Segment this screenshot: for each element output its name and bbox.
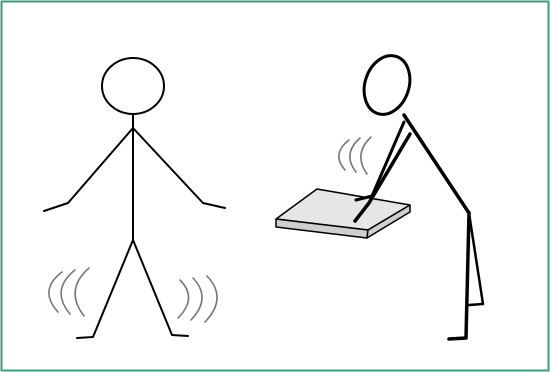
vibration-waves-left-feet <box>49 268 89 316</box>
standing-figure-left-arm <box>44 128 133 211</box>
standing-figure-right-leg <box>133 240 188 336</box>
bending-figure-far-leg <box>469 213 483 305</box>
standing-figure-head <box>102 58 164 114</box>
vibration-waves-right-feet <box>178 276 217 322</box>
bending-figure-torso <box>404 115 469 213</box>
standing-figure-left-leg <box>77 240 133 338</box>
vibrating-plate <box>276 189 410 238</box>
vibration-waves-plate <box>339 137 371 174</box>
bending-figure-head <box>357 50 417 121</box>
bending-figure-near-leg <box>449 213 469 339</box>
standing-figure <box>44 58 225 338</box>
bending-figure <box>355 50 483 339</box>
bending-figure-far-arm <box>356 122 404 200</box>
standing-figure-right-arm <box>133 128 225 208</box>
